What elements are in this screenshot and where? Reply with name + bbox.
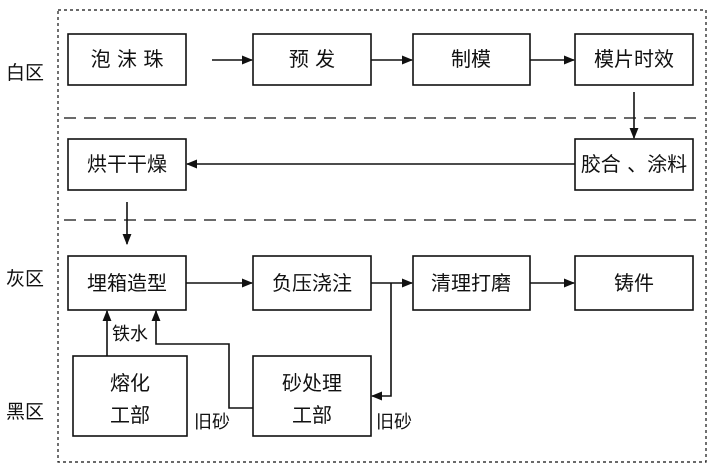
box-flask-molding: 埋箱造型	[67, 255, 187, 311]
box-sand-processing-label-line2: 工部	[292, 403, 332, 427]
edge-label-used-sand-left: 旧砂	[194, 412, 230, 433]
box-foam-beads-label: 泡 沫 珠	[91, 47, 164, 71]
box-melting: 熔化 工部	[72, 355, 188, 437]
box-melting-label-line2: 工部	[110, 403, 150, 427]
box-sand-processing: 砂处理 工部	[252, 355, 372, 437]
box-vacuum-pouring-label: 负压浇注	[272, 271, 352, 295]
box-glue-coat-label: 胶合 、涂料	[581, 152, 687, 176]
edge-label-molten-iron: 铁水	[112, 324, 148, 345]
box-pattern-aging-label: 模片时效	[594, 47, 674, 71]
box-drying-label: 烘干干燥	[87, 152, 167, 176]
edge-label-used-sand-right: 旧砂	[376, 412, 412, 433]
arrow-pouring-to-sand-processing	[370, 283, 392, 401]
box-cleaning-grinding: 清理打磨	[412, 255, 531, 311]
box-pre-expand: 预 发	[252, 33, 372, 86]
box-castings: 铸件	[574, 255, 694, 311]
zone-label-black: 黑区	[6, 401, 44, 423]
box-vacuum-pouring: 负压浇注	[252, 255, 372, 311]
box-drying: 烘干干燥	[67, 138, 187, 191]
box-molding: 制模	[412, 33, 531, 86]
outer-frame	[57, 9, 707, 463]
box-castings-label: 铸件	[614, 271, 654, 295]
zone-label-white: 白区	[6, 62, 44, 84]
box-melting-label-line1: 熔化	[110, 371, 150, 395]
box-pattern-aging: 模片时效	[574, 33, 694, 86]
box-glue-coat: 胶合 、涂料	[574, 138, 694, 191]
box-cleaning-grinding-label: 清理打磨	[431, 271, 511, 295]
box-flask-molding-label: 埋箱造型	[87, 271, 167, 295]
box-molding-label: 制模	[451, 47, 491, 71]
box-pre-expand-label: 预 发	[289, 47, 335, 71]
arrow-sand-to-flask-molding	[151, 309, 253, 409]
box-foam-beads: 泡 沫 珠	[67, 33, 187, 86]
zone-label-gray: 灰区	[6, 268, 44, 290]
box-sand-processing-label-line1: 砂处理	[282, 371, 342, 395]
